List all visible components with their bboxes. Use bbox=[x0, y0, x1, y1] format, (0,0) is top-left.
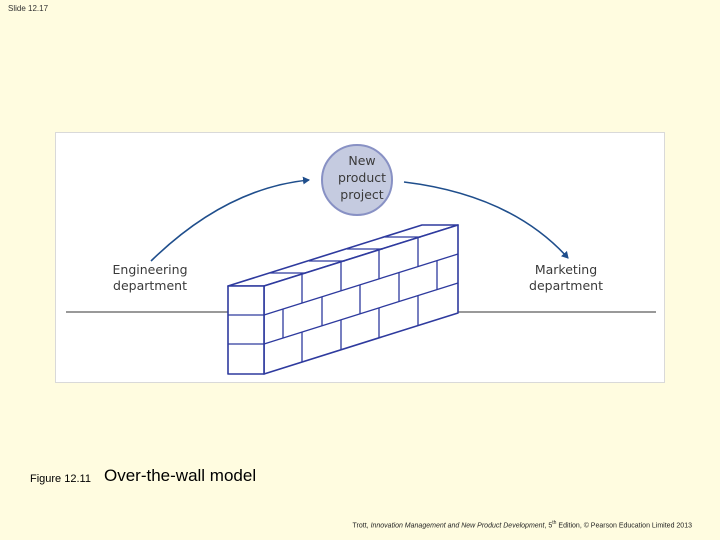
engineering-label-line-2: department bbox=[113, 278, 187, 293]
engineering-label-line-1: Engineering bbox=[113, 262, 188, 277]
footer-citation: Trott, Innovation Management and New Pro… bbox=[353, 520, 692, 529]
wall-end-face bbox=[227, 285, 265, 375]
over-the-wall-diagram: New product project Engineering departme… bbox=[55, 132, 665, 383]
circle-label-line-3: project bbox=[340, 187, 383, 202]
figure-number: Figure 12.11 bbox=[30, 473, 91, 485]
circle-label-line-1: New bbox=[348, 153, 375, 168]
footer-book-title: Innovation Management and New Product De… bbox=[370, 522, 545, 530]
brick-wall bbox=[227, 224, 459, 375]
footer-edition-suffix: th bbox=[552, 520, 557, 526]
footer-copyright: Edition, © Pearson Education Limited 201… bbox=[556, 522, 692, 530]
new-product-project-circle bbox=[321, 144, 393, 216]
circle-label-line-2: product bbox=[338, 170, 386, 185]
wall-mortar-lines bbox=[228, 236, 459, 362]
footer-edition-number: , 5 bbox=[544, 522, 553, 530]
marketing-label-line-2: department bbox=[529, 278, 603, 293]
slide-number: Slide 12.17 bbox=[8, 4, 49, 13]
footer-author: Trott, bbox=[352, 522, 369, 530]
marketing-label-line-1: Marketing bbox=[535, 262, 597, 277]
diagram-canvas: New product project Engineering departme… bbox=[66, 144, 656, 375]
arrow-engineering-to-project bbox=[150, 176, 310, 262]
figure-title: Over-the-wall model bbox=[104, 466, 257, 485]
arrow-project-to-marketing bbox=[403, 181, 569, 259]
